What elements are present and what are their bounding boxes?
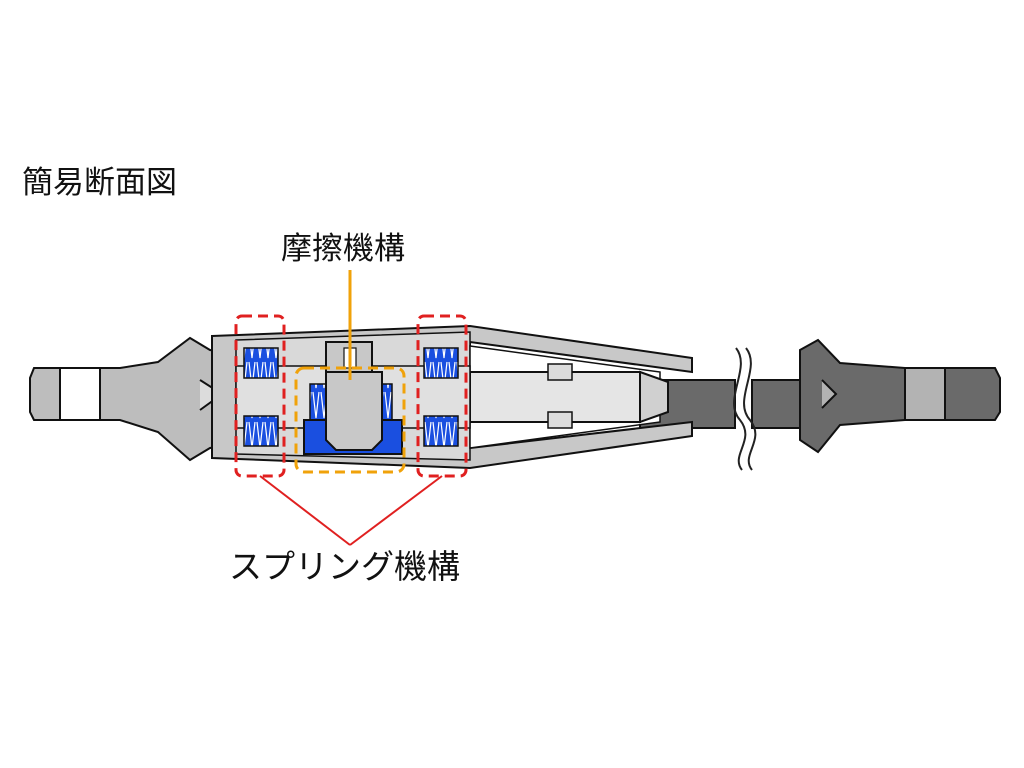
left-spring-highlight: [234, 314, 286, 478]
spring-leader-right: [349, 475, 443, 546]
friction-mechanism-label: 摩擦機構: [281, 231, 405, 267]
left-end-fitting: [29, 336, 237, 462]
right-spring-highlight: [416, 314, 468, 478]
leader-lines: [259, 270, 443, 546]
springs: [243, 347, 459, 447]
diagram-title: 簡易断面図: [22, 165, 177, 201]
right-end-fitting: [799, 338, 1001, 454]
friction-highlight: [294, 366, 406, 474]
break-marks: [733, 347, 757, 471]
friction-core: [303, 341, 403, 455]
highlight-boxes: [234, 314, 468, 478]
right-upper-spring: [423, 347, 459, 379]
left-upper-spring: [243, 347, 279, 379]
right-lower-spring: [423, 415, 459, 447]
spring-mechanism-label: スプリング機構: [229, 547, 460, 586]
left-lower-spring: [243, 415, 279, 447]
spring-leader-left: [259, 475, 351, 546]
